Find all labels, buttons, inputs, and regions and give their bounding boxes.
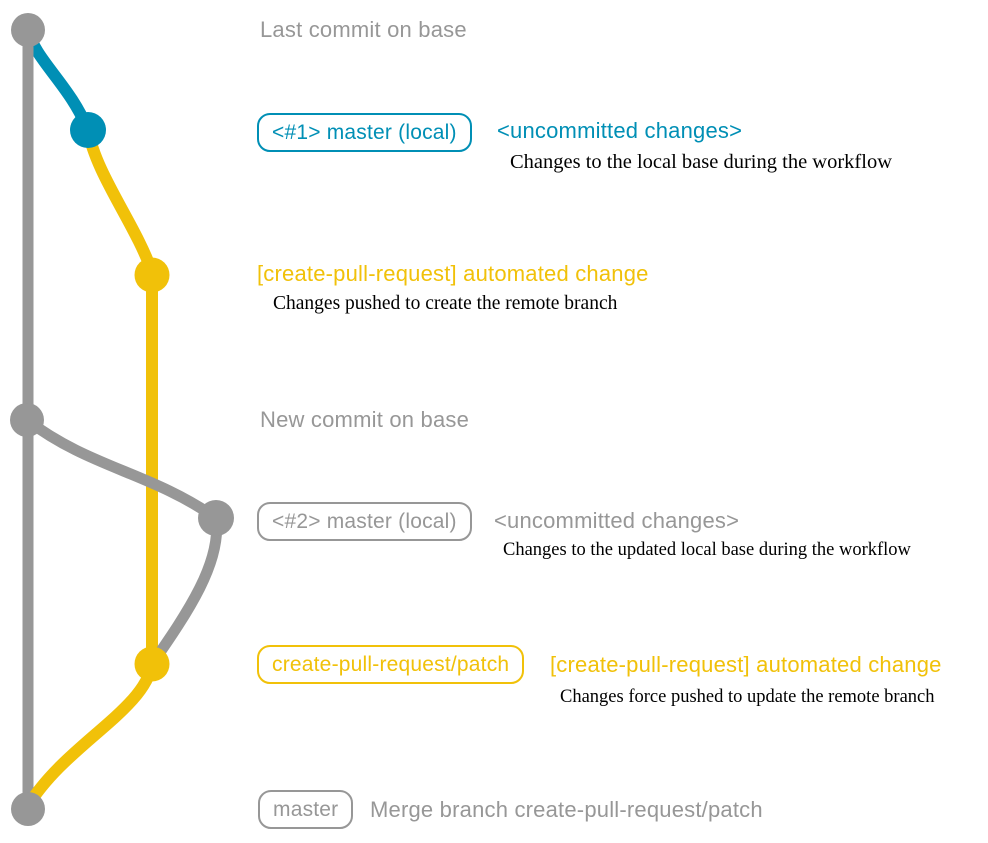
caption-new-commit-on-base: New commit on base bbox=[260, 407, 470, 432]
git-graph bbox=[10, 13, 234, 826]
note-create-remote-branch: Changes pushed to create the remote bran… bbox=[273, 293, 618, 314]
local-to-patch-line bbox=[146, 512, 223, 670]
commit-dot-merge bbox=[11, 792, 45, 826]
note-local-base-changes: Changes to the local base during the wor… bbox=[510, 151, 893, 173]
caption-last-commit-on-base: Last commit on base bbox=[260, 17, 467, 42]
branch-badge-master-local-2: <#2> master (local) bbox=[257, 502, 472, 542]
branch-badge-master-local-1: <#1> master (local) bbox=[257, 113, 472, 153]
branch-badge-create-pull-request-patch: create-pull-request/patch bbox=[257, 645, 525, 685]
base-to-local-merge-line bbox=[21, 414, 222, 524]
note-force-push-remote-branch: Changes force pushed to update the remot… bbox=[560, 687, 935, 707]
heading-uncommitted-changes-1: <uncommitted changes> bbox=[497, 118, 743, 143]
commit-dot-local-1 bbox=[70, 112, 106, 148]
commit-dot-new-base bbox=[10, 403, 44, 437]
commit-dot-patch-2 bbox=[134, 646, 170, 682]
patch-merge-to-base-line bbox=[22, 658, 158, 812]
note-updated-local-base-changes: Changes to the updated local base during… bbox=[503, 540, 911, 560]
heading-uncommitted-changes-2: <uncommitted changes> bbox=[494, 508, 740, 533]
commit-dot-patch-1 bbox=[134, 257, 170, 293]
branch-badge-master: master bbox=[258, 790, 354, 830]
heading-automated-change-2: [create-pull-request] automated change bbox=[550, 652, 942, 677]
heading-automated-change-1: [create-pull-request] automated change bbox=[257, 261, 649, 286]
commit-dot-last-base bbox=[11, 13, 45, 47]
patch-branch-line bbox=[82, 124, 158, 670]
commit-dot-local-2 bbox=[198, 500, 234, 536]
caption-merge-branch: Merge branch create-pull-request/patch bbox=[370, 797, 763, 822]
